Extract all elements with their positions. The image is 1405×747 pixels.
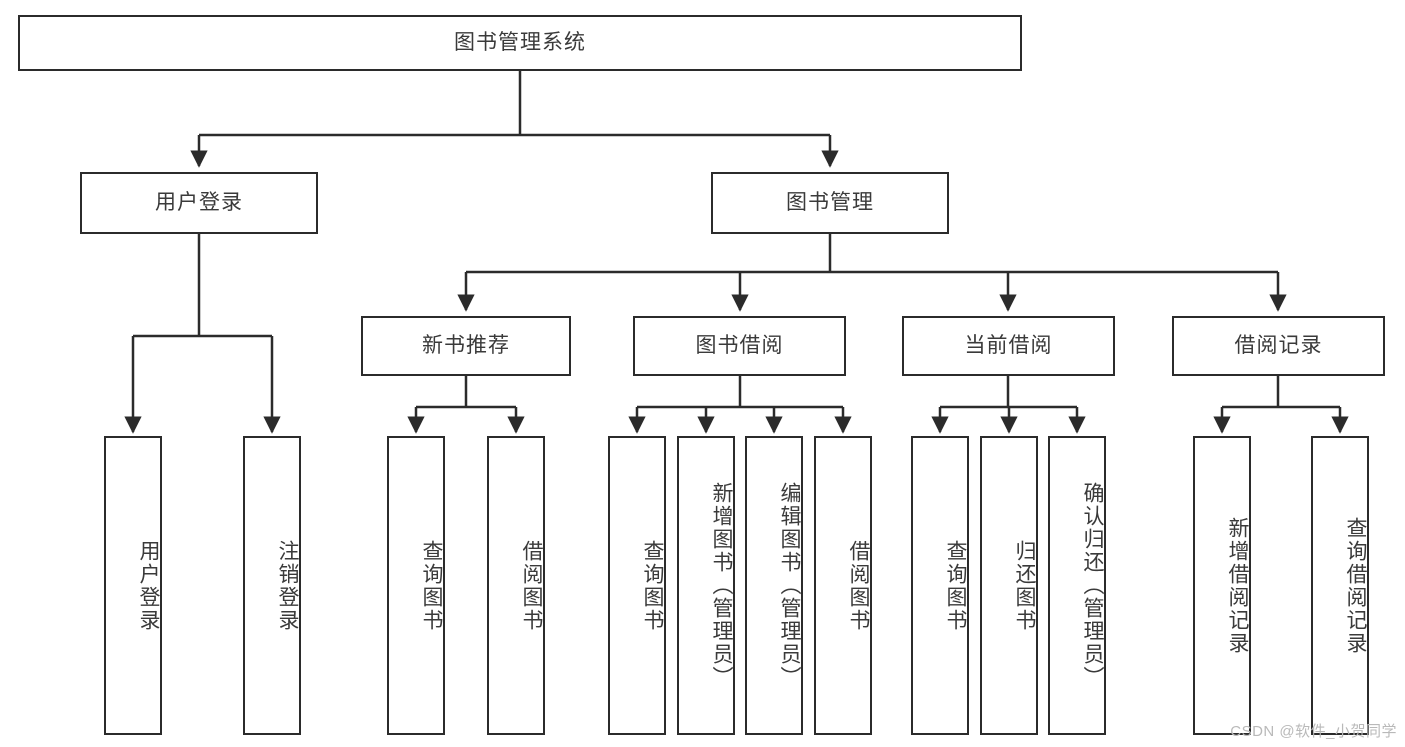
leaf-label: 查询图书	[641, 539, 664, 632]
leaf-book-borrow-2[interactable]: 新增图书（管理员）	[677, 436, 735, 735]
leaf-label: 新增借阅记录	[1226, 516, 1249, 655]
leaf-user-login-2[interactable]: 注销登录	[243, 436, 301, 735]
csdn-watermark: CSDN @软件_小贺同学	[1230, 723, 1397, 740]
leaf-label: 编辑图书（管理员）	[778, 482, 801, 689]
node-book-borrow-label: 图书借阅	[695, 333, 784, 357]
node-user-login-label: 用户登录	[155, 190, 243, 214]
leaf-label: 借阅图书	[847, 539, 870, 632]
node-user-login[interactable]: 用户登录	[80, 172, 318, 234]
leaf-current-borrow-2[interactable]: 归还图书	[980, 436, 1038, 735]
leaf-label: 借阅图书	[520, 539, 543, 632]
node-root-label: 图书管理系统	[454, 30, 586, 54]
node-current-borrow-label: 当前借阅	[964, 333, 1053, 357]
leaf-user-login-1[interactable]: 用户登录	[104, 436, 162, 735]
leaf-borrow-record-2[interactable]: 查询借阅记录	[1311, 436, 1369, 735]
leaf-borrow-record-1[interactable]: 新增借阅记录	[1193, 436, 1251, 735]
node-new-book-recommend-label: 新书推荐	[422, 333, 510, 357]
leaf-label: 查询图书	[944, 539, 967, 632]
node-current-borrow[interactable]: 当前借阅	[902, 316, 1115, 376]
leaf-current-borrow-1[interactable]: 查询图书	[911, 436, 969, 735]
leaf-label: 注销登录	[276, 539, 299, 632]
leaf-label: 查询借阅记录	[1344, 516, 1367, 655]
node-borrow-record[interactable]: 借阅记录	[1172, 316, 1385, 376]
leaf-label: 确认归还（管理员）	[1081, 482, 1104, 689]
node-book-borrow[interactable]: 图书借阅	[633, 316, 846, 376]
leaf-book-borrow-1[interactable]: 查询图书	[608, 436, 666, 735]
leaf-current-borrow-3[interactable]: 确认归还（管理员）	[1048, 436, 1106, 735]
node-root[interactable]: 图书管理系统	[18, 15, 1022, 71]
leaf-new-book-1[interactable]: 查询图书	[387, 436, 445, 735]
leaf-book-borrow-4[interactable]: 借阅图书	[814, 436, 872, 735]
leaf-new-book-2[interactable]: 借阅图书	[487, 436, 545, 735]
leaf-book-borrow-3[interactable]: 编辑图书（管理员）	[745, 436, 803, 735]
node-book-manage[interactable]: 图书管理	[711, 172, 949, 234]
leaf-label: 用户登录	[137, 539, 160, 632]
node-book-manage-label: 图书管理	[786, 190, 874, 214]
leaf-label: 查询图书	[420, 539, 443, 632]
node-new-book-recommend[interactable]: 新书推荐	[361, 316, 571, 376]
leaf-label: 归还图书	[1013, 539, 1036, 632]
node-borrow-record-label: 借阅记录	[1234, 333, 1323, 357]
leaf-label: 新增图书（管理员）	[710, 482, 733, 689]
